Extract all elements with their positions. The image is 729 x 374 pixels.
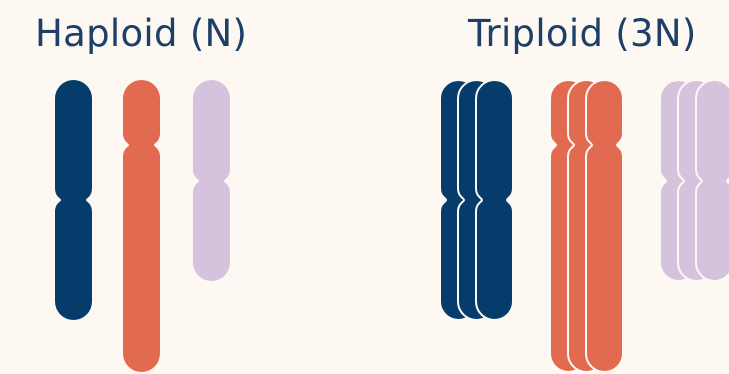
chromosome-navy — [439, 78, 514, 322]
haploid-chromosome-set — [55, 80, 230, 372]
chromosome-navy-copy — [475, 78, 514, 322]
chromosome-lavender — [659, 78, 729, 283]
chromosome-navy-copy — [55, 80, 92, 321]
triploid-panel-title: Triploid (3N) — [468, 12, 697, 55]
chromosome-lavender-copy — [695, 78, 729, 283]
chromosome-coral — [123, 80, 160, 372]
chromosome-coral — [549, 78, 624, 374]
chromosome-lavender — [193, 80, 230, 281]
chromosome-navy — [55, 80, 92, 321]
haploid-panel-title: Haploid (N) — [35, 12, 248, 55]
chromosome-lavender-copy — [193, 80, 230, 281]
chromosome-coral-copy — [123, 80, 160, 372]
chromosome-coral-copy — [585, 78, 624, 374]
triploid-chromosome-set — [439, 78, 729, 374]
